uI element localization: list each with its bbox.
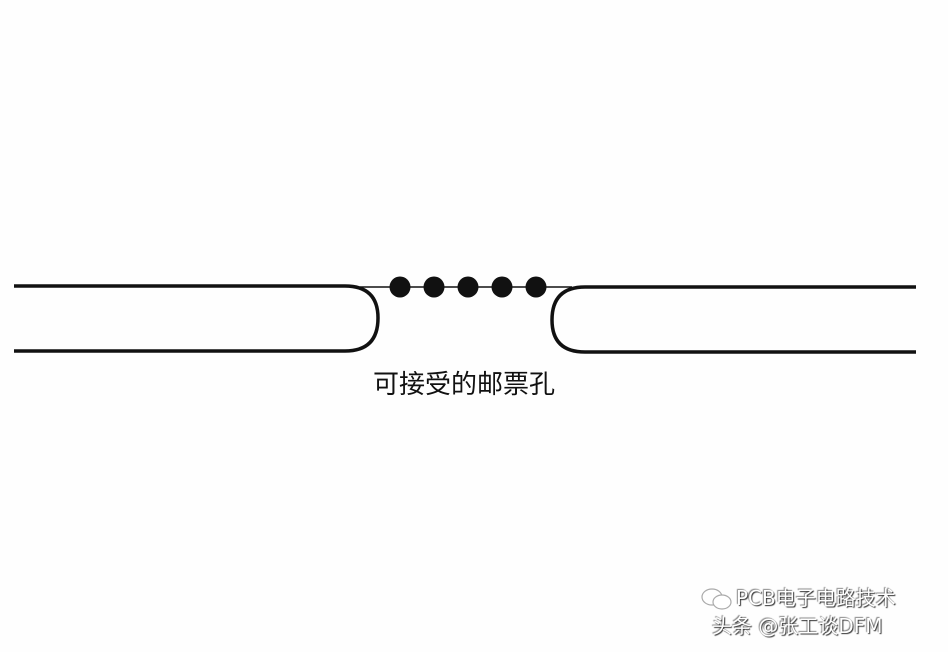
right-board-outline bbox=[550, 285, 916, 354]
left-board-outline bbox=[14, 284, 380, 353]
stamp-hole bbox=[491, 276, 513, 298]
stamp-hole bbox=[457, 276, 479, 298]
stamp-hole bbox=[423, 276, 445, 298]
stamp-hole bbox=[525, 276, 547, 298]
wechat-icon bbox=[701, 588, 732, 610]
watermark-secondary: 头条 @张工谈DFM bbox=[712, 614, 883, 638]
diagram-caption: 可接受的邮票孔 bbox=[372, 370, 555, 400]
stamp-hole bbox=[389, 276, 411, 298]
watermark-primary: PCB电子电路技术 bbox=[736, 586, 896, 610]
stamp-holes bbox=[389, 276, 547, 298]
